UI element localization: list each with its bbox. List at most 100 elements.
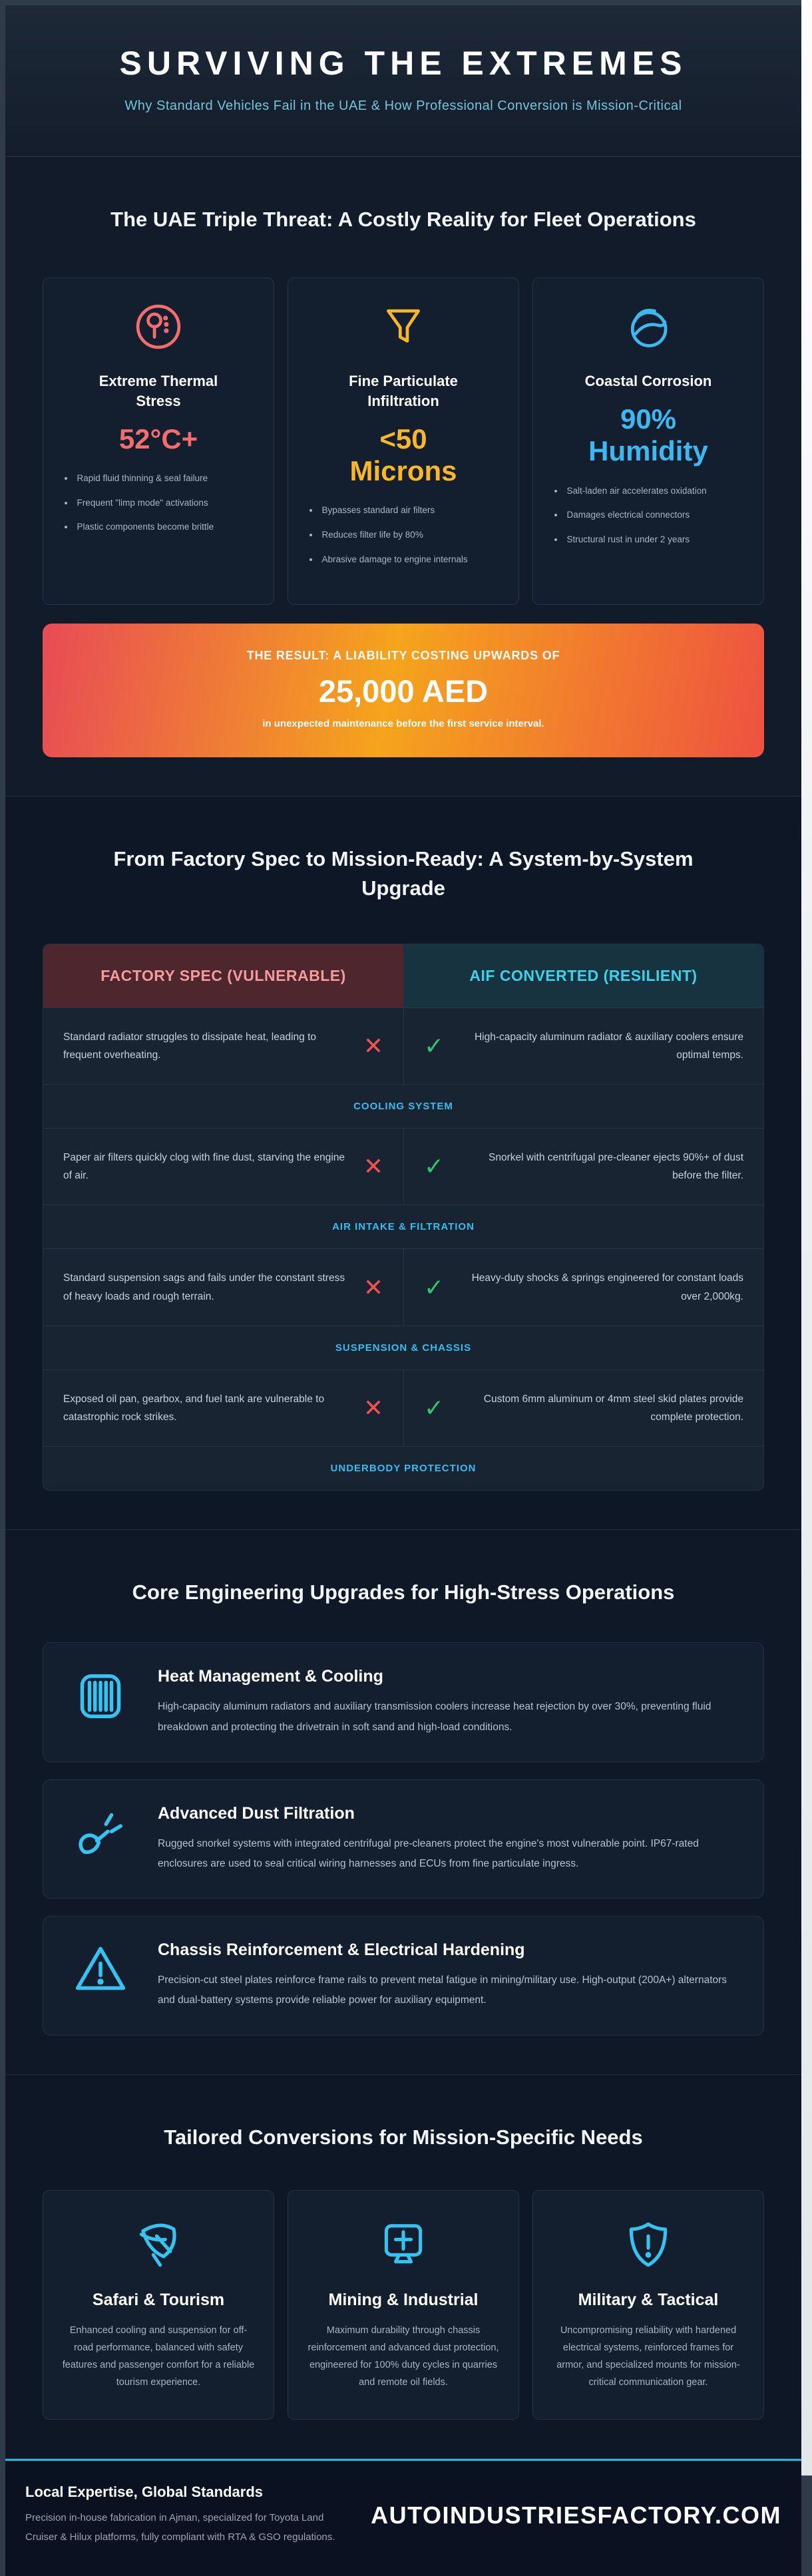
threat-bullet: Frequent "limp mode" activations [65,496,252,510]
converted-cell: ✓ High-capacity aluminum radiator & auxi… [403,1008,763,1085]
mission-card-body: Enhanced cooling and suspension for off-… [62,2325,255,2388]
upgrades-section: Core Engineering Upgrades for High-Stres… [5,1529,801,2075]
threat-bullet: Bypasses standard air filters [309,503,497,518]
feature-title: Advanced Dust Filtration [158,1803,355,1823]
monitor-plus-icon [305,2216,501,2273]
page-title: SURVIVING THE EXTREMES [119,45,688,82]
feature-body: High-capacity aluminum radiators and aux… [158,1701,711,1733]
threat-stat: 90% Humidity [588,403,708,467]
threat-card-corrosion: Coastal Corrosion 90% Humidity Salt-lade… [532,277,764,606]
threat-card-title: Extreme Thermal Stress [99,373,218,410]
check-icon: ✓ [424,1153,445,1181]
feature-body: Rugged snorkel systems with integrated c… [158,1837,699,1870]
footer-heading: Local Expertise, Global Standards [25,2484,263,2501]
result-banner-line2: in unexpected maintenance before the fir… [262,718,544,730]
check-icon: ✓ [424,1273,445,1301]
system-label: COOLING SYSTEM [43,1084,763,1129]
compass-icon [61,2216,256,2273]
footer: Local Expertise, Global Standards Precis… [5,2459,801,2576]
mission-card-military: Military & Tactical Uncompromising relia… [532,2190,764,2420]
scrollbar-thumb[interactable] [802,1,811,188]
scrollbar-track[interactable] [801,0,812,2476]
factory-cell: Standard suspension sags and fails under… [43,1249,403,1325]
threat-bullet: Damages electrical connectors [554,508,742,522]
factory-cell: Standard radiator struggles to dissipate… [43,1008,403,1084]
converted-text: Heavy-duty shocks & springs engineered f… [471,1272,743,1302]
threat-bullet: Salt-laden air accelerates oxidation [554,484,742,498]
mission-card-title: Safari & Tourism [92,2291,225,2310]
mission-card-title: Military & Tactical [578,2291,719,2310]
factory-cell: Exposed oil pan, gearbox, and fuel tank … [43,1370,403,1446]
footer-body: Precision in-house fabrication in Ajman,… [25,2512,335,2543]
comparison-section: From Factory Spec to Mission-Ready: A Sy… [5,797,801,1530]
threat-bullet-list: Rapid fluid thinning & seal failure Freq… [61,471,256,534]
column-header-converted: AIF CONVERTED (RESILIENT) [403,944,763,1008]
feature-text: Heat Management & Cooling High-capacity … [158,1667,735,1737]
threat-stat: 52°C+ [118,423,198,455]
feature-title: Heat Management & Cooling [158,1667,383,1686]
feature-card-chassis: Chassis Reinforcement & Electrical Harde… [43,1916,764,2036]
feature-body: Precision-cut steel plates reinforce fra… [158,1974,727,2006]
page-subtitle: Why Standard Vehicles Fail in the UAE & … [124,98,682,113]
threat-card-title: Fine Particulate Infiltration [349,373,458,410]
converted-cell: ✓ Heavy-duty shocks & springs engineered… [403,1249,763,1326]
table-row: Exposed oil pan, gearbox, and fuel tank … [43,1369,763,1446]
result-banner: THE RESULT: A LIABILITY COSTING UPWARDS … [43,624,764,758]
infographic-page: SURVIVING THE EXTREMES Why Standard Vehi… [5,5,801,2576]
shield-alert-icon [550,2216,746,2273]
feature-text: Advanced Dust Filtration Rugged snorkel … [158,1804,735,1874]
threat-bullet: Rapid fluid thinning & seal failure [65,471,252,486]
triple-threat-title: The UAE Triple Threat: A Costly Reality … [110,208,696,231]
system-label: SUSPENSION & CHASSIS [43,1325,763,1370]
threat-stat: <50 Microns [349,423,457,487]
cross-icon: ✕ [363,1032,383,1060]
converted-text: Custom 6mm aluminum or 4mm steel skid pl… [483,1393,743,1423]
cross-icon: ✕ [363,1393,383,1421]
factory-text: Paper air filters quickly clog with fine… [63,1152,345,1182]
thermometer-icon [61,301,256,353]
mission-card-mining: Mining & Industrial Maximum durability t… [288,2190,519,2420]
mission-card-title: Mining & Industrial [328,2291,479,2310]
mission-cards: Safari & Tourism Enhanced cooling and su… [43,2190,764,2420]
threat-bullet: Reduces filter life by 80% [309,528,497,542]
snorkel-icon [71,1804,130,1863]
triple-threat-section: The UAE Triple Threat: A Costly Reality … [5,157,801,797]
threat-bullet-list: Bypasses standard air filters Reduces fi… [305,503,501,566]
feature-text: Chassis Reinforcement & Electrical Harde… [158,1940,735,2010]
threat-bullet: Abrasive damage to engine internals [309,552,497,567]
footer-website[interactable]: AUTOINDUSTRIESFACTORY.COM [371,2501,781,2529]
check-icon: ✓ [424,1393,445,1421]
converted-cell: ✓ Custom 6mm aluminum or 4mm steel skid … [403,1370,763,1446]
mission-card-body: Uncompromising reliability with hardened… [556,2325,740,2388]
threat-cards: Extreme Thermal Stress 52°C+ Rapid fluid… [43,277,764,606]
feature-title: Chassis Reinforcement & Electrical Harde… [158,1940,525,1960]
result-banner-line1: THE RESULT: A LIABILITY COSTING UPWARDS … [246,649,560,663]
converted-cell: ✓ Snorkel with centrifugal pre-cleaner e… [403,1129,763,1205]
radiator-icon [71,1667,130,1726]
column-header-factory: FACTORY SPEC (VULNERABLE) [43,944,403,1008]
feature-card-cooling: Heat Management & Cooling High-capacity … [43,1642,764,1762]
cross-icon: ✕ [363,1273,383,1301]
mission-card-safari: Safari & Tourism Enhanced cooling and su… [43,2190,274,2420]
cross-icon: ✕ [363,1153,383,1181]
missions-title: Tailored Conversions for Mission-Specifi… [164,2125,643,2149]
table-row: Paper air filters quickly clog with fine… [43,1128,763,1205]
system-label: AIR INTAKE & FILTRATION [43,1204,763,1249]
comparison-table-header: FACTORY SPEC (VULNERABLE) AIF CONVERTED … [43,944,763,1008]
factory-text: Standard radiator struggles to dissipate… [63,1031,316,1061]
hero-section: SURVIVING THE EXTREMES Why Standard Vehi… [5,5,801,157]
table-row: Standard radiator struggles to dissipate… [43,1007,763,1085]
feature-card-filtration: Advanced Dust Filtration Rugged snorkel … [43,1779,764,1899]
factory-cell: Paper air filters quickly clog with fine… [43,1129,403,1204]
threat-card-dust: Fine Particulate Infiltration <50 Micron… [288,277,519,606]
comparison-table: FACTORY SPEC (VULNERABLE) AIF CONVERTED … [43,943,764,1491]
check-icon: ✓ [424,1032,445,1060]
mission-card-body: Maximum durability through chassis reinf… [307,2325,499,2388]
converted-text: Snorkel with centrifugal pre-cleaner eje… [489,1152,743,1182]
footer-text-block: Local Expertise, Global Standards Precis… [25,2484,355,2547]
comparison-title: From Factory Spec to Mission-Ready: A Sy… [113,847,694,900]
droplet-wave-icon [550,301,746,353]
threat-bullet-list: Salt-laden air accelerates oxidation Dam… [550,484,746,547]
threat-bullet: Plastic components become brittle [65,520,252,534]
result-banner-amount: 25,000 AED [318,673,489,709]
